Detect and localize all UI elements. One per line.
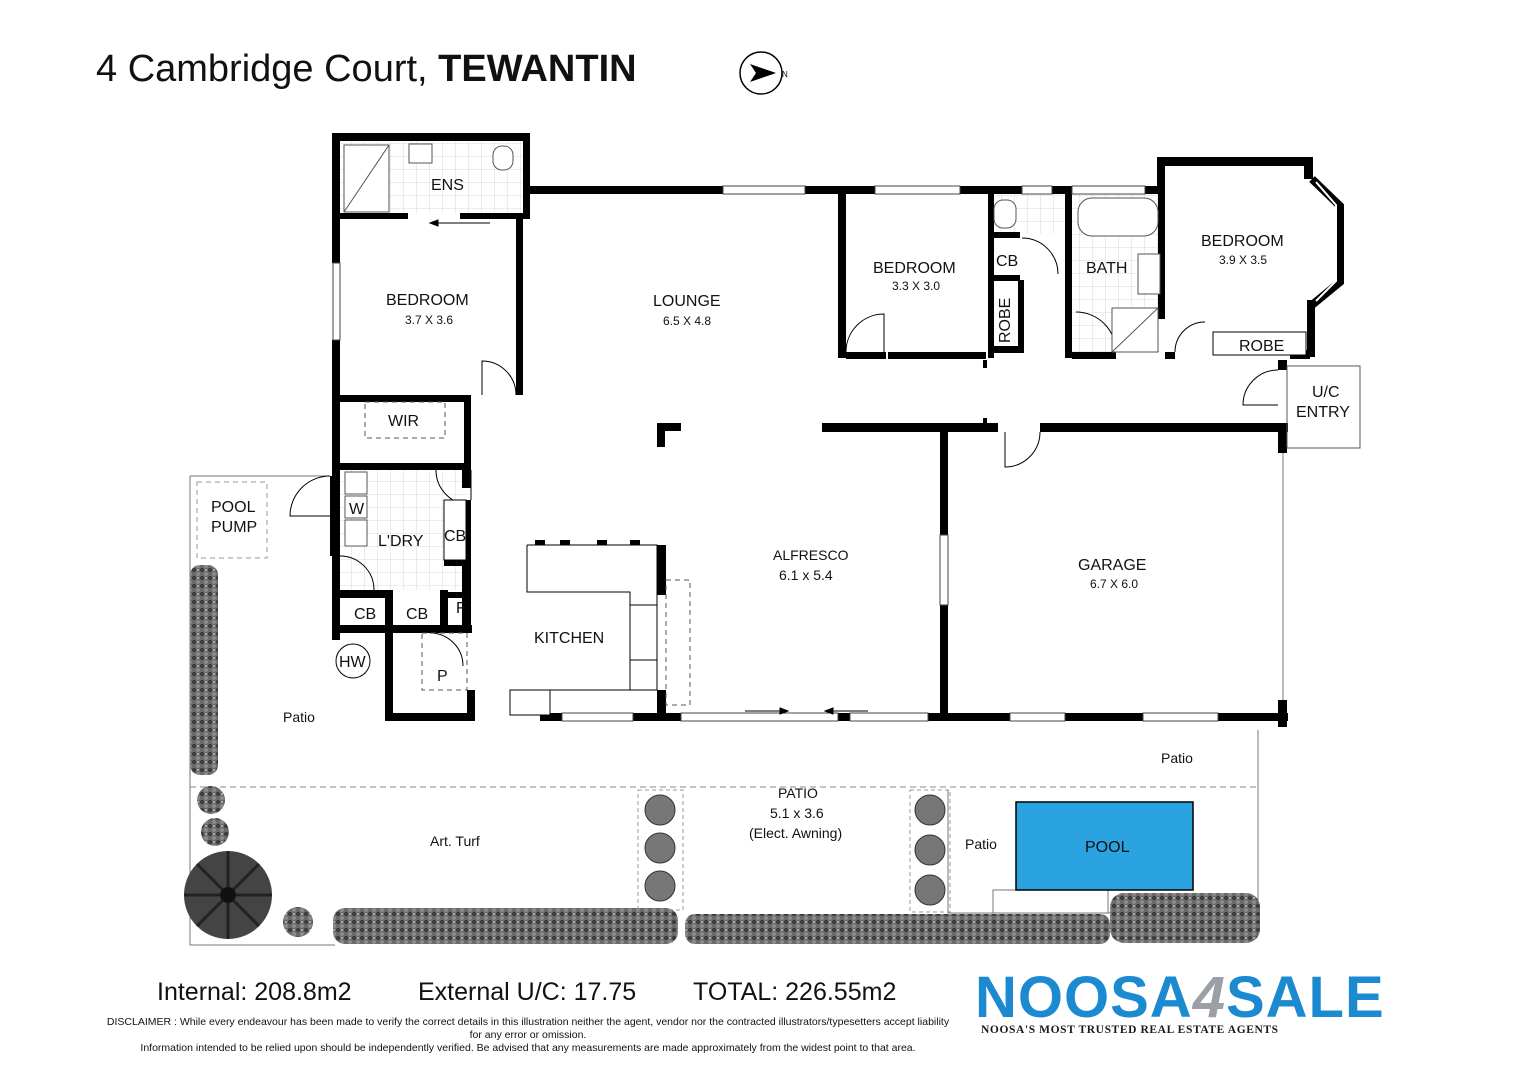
- label-cb-ldry: CB: [444, 528, 466, 545]
- label-bath: BATH: [1086, 260, 1127, 277]
- label-wir: WIR: [388, 413, 419, 430]
- label-uc-line2: ENTRY: [1296, 404, 1350, 421]
- label-cb-bath: CB: [996, 253, 1018, 270]
- label-robe3: ROBE: [1239, 338, 1284, 355]
- logo-wordmark: NOOSA4SALE: [975, 968, 1385, 1028]
- label-patio-main: PATIO: [778, 785, 818, 801]
- label-art-turf: Art. Turf: [430, 833, 480, 849]
- label-lounge-dim: 6.5 X 4.8: [663, 314, 711, 328]
- label-garage-dim: 6.7 X 6.0: [1090, 577, 1138, 591]
- label-p: P: [437, 668, 448, 685]
- disclaimer-line2: Information intended to be relied upon s…: [140, 1042, 916, 1054]
- label-bedroom3-dim: 3.9 X 3.5: [1219, 253, 1267, 267]
- label-garage: GARAGE: [1078, 557, 1146, 574]
- agency-logo: NOOSA4SALE NOOSA'S MOST TRUSTED REAL EST…: [975, 968, 1475, 1040]
- address-text: 4 Cambridge Court,: [96, 48, 428, 90]
- logo-tagline: NOOSA'S MOST TRUSTED REAL ESTATE AGENTS: [981, 1024, 1279, 1036]
- label-bedroom1-dim: 3.7 X 3.6: [405, 313, 453, 327]
- pool: [1015, 801, 1194, 891]
- label-bedroom1: BEDROOM: [386, 292, 469, 309]
- uc-entry-area: [1286, 365, 1361, 449]
- label-patio-left: Patio: [283, 709, 315, 725]
- label-ldry: L'DRY: [378, 533, 424, 550]
- fixtures: [335, 143, 1307, 716]
- label-cb1: CB: [354, 606, 376, 623]
- label-patio-pool: Patio: [965, 836, 997, 852]
- page-title: 4 Cambridge Court, TEWANTIN: [96, 48, 637, 91]
- label-kitchen: KITCHEN: [534, 630, 604, 647]
- logo-part3: SALE: [1225, 965, 1385, 1030]
- hedge-bottom-1: [333, 908, 678, 944]
- label-hw: HW: [339, 654, 367, 671]
- compass-letter: N: [782, 70, 788, 79]
- pool-pump-enclosure: [196, 481, 268, 559]
- site-boundary: [189, 450, 1284, 946]
- label-bedroom3: BEDROOM: [1201, 233, 1284, 250]
- suburb-text: TEWANTIN: [438, 48, 637, 90]
- label-pool-pump-line2: PUMP: [211, 519, 257, 536]
- label-uc-line1: U/C: [1312, 384, 1340, 401]
- stat-external: External U/C: 17.75: [418, 978, 637, 1006]
- label-alfresco-dim: 6.1 x 5.4: [779, 567, 833, 583]
- label-ens: ENS: [431, 177, 464, 194]
- hedge-bottom-3: [1110, 893, 1260, 943]
- hedge-bottom-2: [685, 914, 1110, 944]
- label-bedroom2: BEDROOM: [873, 260, 956, 277]
- door-swings: [289, 237, 1279, 667]
- walls: [330, 133, 1315, 727]
- hedge-left: [190, 565, 218, 775]
- label-robe-vertical: ROBE: [997, 298, 1014, 343]
- label-bedroom2-dim: 3.3 X 3.0: [892, 279, 940, 293]
- logo-part1: NOOSA: [975, 965, 1193, 1030]
- label-cb2: CB: [406, 606, 428, 623]
- label-patio-main-dim: 5.1 x 3.6: [770, 805, 824, 821]
- stat-internal: Internal: 208.8m2: [157, 978, 352, 1006]
- stat-total: TOTAL: 226.55m2: [693, 978, 897, 1006]
- label-f: F: [456, 600, 466, 617]
- label-patio-main-note: (Elect. Awning): [749, 825, 842, 841]
- disclaimer-line1: DISCLAIMER : While every endeavour has b…: [106, 1016, 950, 1041]
- label-alfresco: ALFRESCO: [773, 547, 849, 563]
- sliding-door-markers: [428, 219, 868, 715]
- label-w: W: [349, 501, 365, 518]
- label-patio-right: Patio: [1161, 750, 1193, 766]
- label-pool: POOL: [1085, 839, 1130, 856]
- windows: [332, 176, 1344, 722]
- label-lounge: LOUNGE: [653, 293, 721, 310]
- garden-plants: [184, 786, 946, 939]
- disclaimer: DISCLAIMER : While every endeavour has b…: [100, 1016, 956, 1055]
- logo-part2: 4: [1192, 965, 1226, 1030]
- label-pool-pump-line1: POOL: [211, 499, 256, 516]
- compass-icon: N: [739, 51, 788, 95]
